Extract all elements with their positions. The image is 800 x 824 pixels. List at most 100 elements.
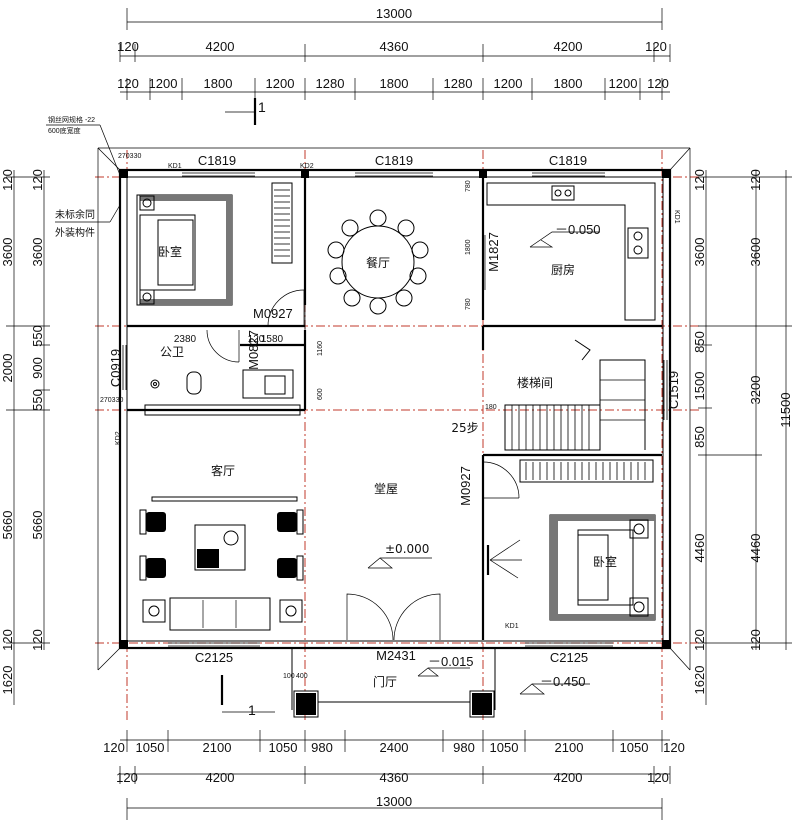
bed-nw: 卧室: [136, 182, 293, 306]
dim-top3-b: 1200: [149, 76, 178, 91]
hall: 堂屋 ±0.000: [367, 482, 432, 569]
window-label-c2125-1: C2125: [195, 650, 233, 665]
room-living: 客厅: [211, 463, 235, 478]
room-stairwell: 楼梯间: [517, 375, 553, 390]
window-label-c1819-3: C1819: [549, 153, 587, 168]
dim-top3-e: 1280: [316, 76, 345, 91]
window-label-c1519: C1519: [666, 371, 681, 409]
bathroom-fixtures: 公卫 2380 1580 120: [135, 334, 301, 416]
dim-left-outer-d: 5660: [0, 511, 15, 540]
room-bedroom-se: 卧室: [593, 554, 617, 569]
dim-780-a: 780: [465, 180, 472, 192]
room-bathroom: 公卫: [160, 345, 184, 359]
dim-780-b: 780: [465, 298, 472, 310]
kd2-left: KD2: [115, 431, 122, 445]
dim-top3-k: 120: [647, 76, 669, 91]
dim-bottom-total: 13000: [376, 794, 412, 809]
windows: C1819 C1819 C1819 C2125 C2125 C0919 C151…: [108, 153, 681, 665]
dim-top2-d: 4200: [554, 39, 583, 54]
door-label-m0827: M0827: [246, 330, 261, 370]
dim-bot1-d: 1050: [269, 740, 298, 755]
room-bedroom-nw: 卧室: [158, 244, 182, 259]
living-room: 客厅: [139, 463, 304, 631]
dim-1580: 1580: [261, 334, 284, 345]
room-dining: 餐厅: [366, 255, 390, 270]
dim-600: 600: [317, 388, 324, 400]
bed-se: 卧室: [519, 459, 656, 621]
dim-left-inner-g: 120: [30, 629, 45, 651]
dim-2380: 2380: [174, 334, 197, 345]
dim-top3-a: 120: [117, 76, 139, 91]
right-dimensions: 120 3600 850 1500 850 4460 120 1620 120 …: [692, 169, 793, 705]
annotation-2: 600底宽度: [48, 126, 81, 135]
dim-right-c: 850: [692, 331, 707, 353]
dim-left-outer-a: 120: [0, 169, 15, 191]
dim-bot1-a: 120: [103, 740, 125, 755]
dim-180: 180: [485, 404, 497, 411]
dim-right2-b: 3600: [748, 238, 763, 267]
entry-porch: 门厅 －0.015 －0.450 100 400: [283, 648, 590, 718]
dim-right-a: 120: [692, 169, 707, 191]
dim-top2-c: 4360: [380, 39, 409, 54]
dim-top3-i: 1800: [554, 76, 583, 91]
dim-left-outer-f: 1620: [0, 666, 15, 695]
dim-bot1-i: 2100: [555, 740, 584, 755]
dim-bot2-c: 4360: [380, 770, 409, 785]
dim-100-a: 100: [283, 673, 295, 680]
dim-bot1-h: 1050: [490, 740, 519, 755]
dim-right2-e: 120: [748, 629, 763, 651]
dim-left-inner-d: 900: [30, 357, 45, 379]
annotation-1: 钢丝网规格 -22: [48, 115, 95, 124]
dim-bot2-e: 120: [647, 770, 669, 785]
dim-bot1-f: 2400: [380, 740, 409, 755]
dim-270330-top: 270330: [118, 153, 141, 160]
level-hall: ±0.000: [385, 542, 429, 556]
dim-120-bath: 120: [248, 334, 265, 345]
dim-left-inner-c: 550: [30, 325, 45, 347]
dim-left-inner-b: 3600: [30, 238, 45, 267]
dim-bot2-d: 4200: [554, 770, 583, 785]
section-mark-top: 1: [225, 98, 266, 125]
dim-right-total: 11500: [778, 392, 793, 427]
axis-grid: [95, 150, 700, 720]
dim-top2-b: 4200: [206, 39, 235, 54]
annotations: 钢丝网规格 -22 600底宽度 未标余同 外装构件 KD1 KD2 KD1 K…: [46, 115, 680, 630]
dim-top3-j: 1200: [609, 76, 638, 91]
section-label-top: 1: [258, 99, 266, 115]
window-label-c2125-2: C2125: [550, 650, 588, 665]
section-mark-bottom: 1: [220, 675, 275, 718]
dim-top2-e: 120: [645, 39, 667, 54]
left-dimensions: 120 3600 2000 5660 120 1620 120 3600 550…: [0, 169, 50, 705]
kd1-se: KD1: [505, 623, 519, 630]
top-dimensions: 13000 120 4200 4360 4200 120 120 1200 18…: [117, 6, 671, 100]
stair-steps: 25步: [451, 421, 478, 435]
window-label-c1819-2: C1819: [375, 153, 413, 168]
door-label-m1827: M1827: [486, 232, 501, 272]
dim-left-outer-c: 2000: [0, 354, 15, 383]
level-kitchen: －0.050: [555, 222, 601, 237]
dim-right-h: 1620: [692, 666, 707, 695]
dim-bot1-k: 120: [663, 740, 685, 755]
level-outside: －0.450: [540, 674, 586, 689]
outer-walls: [97, 147, 691, 671]
dim-right-e: 850: [692, 426, 707, 448]
window-label-c0919: C0919: [108, 349, 123, 387]
dim-1160: 1160: [317, 341, 324, 356]
dim-bot1-c: 2100: [203, 740, 232, 755]
dining-table: 餐厅: [327, 209, 429, 315]
level-entry: －0.015: [428, 654, 474, 669]
room-entry: 门厅: [373, 674, 397, 689]
dim-left-inner-e: 550: [30, 389, 45, 411]
dim-right-g: 120: [692, 629, 707, 651]
dim-top3-h: 1200: [494, 76, 523, 91]
room-hall: 堂屋: [374, 482, 398, 496]
kd2-top: KD2: [300, 163, 314, 170]
dim-top3-f: 1800: [380, 76, 409, 91]
door-label-m0927-nw: M0927: [253, 306, 293, 321]
dim-bot2-a: 120: [116, 770, 138, 785]
dim-400-a: 400: [296, 673, 308, 680]
dim-top3-d: 1200: [266, 76, 295, 91]
dim-right2-d: 4460: [748, 534, 763, 563]
dim-top3-c: 1800: [204, 76, 233, 91]
